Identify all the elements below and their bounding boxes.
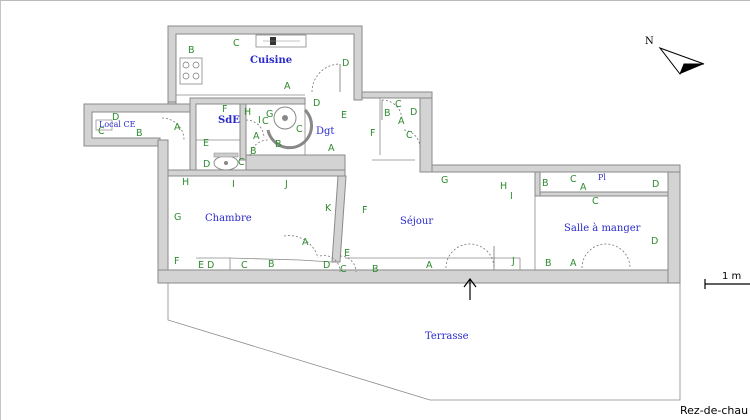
scale-label: 1 m <box>722 271 741 282</box>
north-label: N <box>645 36 654 47</box>
bathroom-fixtures <box>213 106 314 171</box>
marker-local-ce-a: A <box>174 122 181 133</box>
marker-dgt-d2: D <box>410 107 417 118</box>
marker-dgt-e: E <box>341 110 347 121</box>
room-label-local-ce: Local CE <box>99 120 136 129</box>
walls <box>83 25 681 284</box>
marker-chambre-d: D <box>207 260 214 271</box>
marker-chambre-i: I <box>232 179 235 190</box>
room-label-sejour: Séjour <box>400 216 433 227</box>
marker-chambre-k: K <box>325 203 332 214</box>
marker-pl-d: D <box>652 179 659 190</box>
marker-dgt-a2: A <box>398 116 405 127</box>
marker-chambre-j: J <box>284 179 288 190</box>
marker-dgt-b2: B <box>384 108 391 119</box>
marker-chambre-f: F <box>174 256 179 267</box>
marker-sejour-d: D <box>323 260 330 271</box>
marker-sde-e: E <box>203 138 209 149</box>
marker-sejour-j: J <box>511 256 515 267</box>
marker-dgt-d: D <box>313 98 320 109</box>
marker-sejour-a: A <box>426 260 433 271</box>
marker-sejour-b: B <box>372 264 379 275</box>
terrasse-outline <box>167 283 681 401</box>
marker-chambre-g: G <box>174 212 181 223</box>
marker-sde-c2: C <box>238 157 245 168</box>
room-label-cuisine: Cuisine <box>250 55 292 66</box>
marker-local-ce-d: D <box>112 112 119 123</box>
marker-local-ce-c: C <box>98 126 105 137</box>
room-label-pl: Pl <box>598 173 606 182</box>
marker-salle-b: B <box>545 258 552 269</box>
marker-sejour-f: F <box>362 205 367 216</box>
room-label-salle-a-manger: Salle à manger <box>564 223 641 234</box>
marker-dgt-a: A <box>328 143 335 154</box>
marker-sde-b: B <box>250 146 257 157</box>
marker-dgt-c2: C <box>395 99 402 110</box>
entry-arrow <box>463 278 477 300</box>
marker-dgt-b: B <box>275 139 282 150</box>
floor-label: Rez-de-chau <box>680 404 748 417</box>
marker-sejour-e: E <box>344 248 350 259</box>
marker-sde-g: G <box>266 109 273 120</box>
marker-salle-a: A <box>570 258 577 269</box>
room-label-dgt: Dgt <box>316 126 334 137</box>
marker-chambre-b: B <box>268 259 275 270</box>
marker-sde-c: C <box>262 116 269 127</box>
marker-chambre-a: A <box>302 237 309 248</box>
scale-bar: 1 m <box>704 271 750 289</box>
room-label-terrasse: Terrasse <box>425 331 469 342</box>
marker-cuisine-c: C <box>233 38 240 49</box>
marker-dgt-c3: C <box>406 130 413 141</box>
north-compass: N <box>645 36 705 76</box>
marker-dgt-f: F <box>370 128 375 139</box>
marker-local-ce-b: B <box>136 128 143 139</box>
marker-chambre-c: C <box>241 260 248 271</box>
marker-cuisine-d: D <box>342 58 349 69</box>
doors <box>161 63 631 273</box>
kitchen-fixtures <box>179 34 307 85</box>
marker-sde-i: I <box>258 115 261 126</box>
marker-sde-d: D <box>203 159 210 170</box>
marker-cuisine-b: B <box>188 45 195 56</box>
marker-pl-a: A <box>580 182 587 193</box>
marker-pl-c2: C <box>592 196 599 207</box>
room-label-sde: SdE <box>218 115 240 126</box>
marker-cuisine-a: A <box>284 81 291 92</box>
marker-sejour-c: C <box>340 264 347 275</box>
marker-pl-b: B <box>542 178 549 189</box>
marker-sde-a: A <box>253 131 260 142</box>
marker-sde-h: H <box>244 107 251 118</box>
room-label-chambre: Chambre <box>205 213 252 224</box>
local-ce-fixture <box>95 119 113 131</box>
marker-sejour-g: G <box>441 175 448 186</box>
marker-salle-d: D <box>651 236 658 247</box>
marker-sde-f: F <box>222 104 227 115</box>
marker-chambre-e: E <box>198 260 204 271</box>
marker-sejour-h: H <box>500 181 507 192</box>
marker-dgt-c: C <box>296 124 303 135</box>
interior-lines <box>176 94 536 270</box>
marker-chambre-h: H <box>182 177 189 188</box>
marker-pl-c: C <box>570 174 577 185</box>
marker-sejour-i: I <box>510 191 513 202</box>
